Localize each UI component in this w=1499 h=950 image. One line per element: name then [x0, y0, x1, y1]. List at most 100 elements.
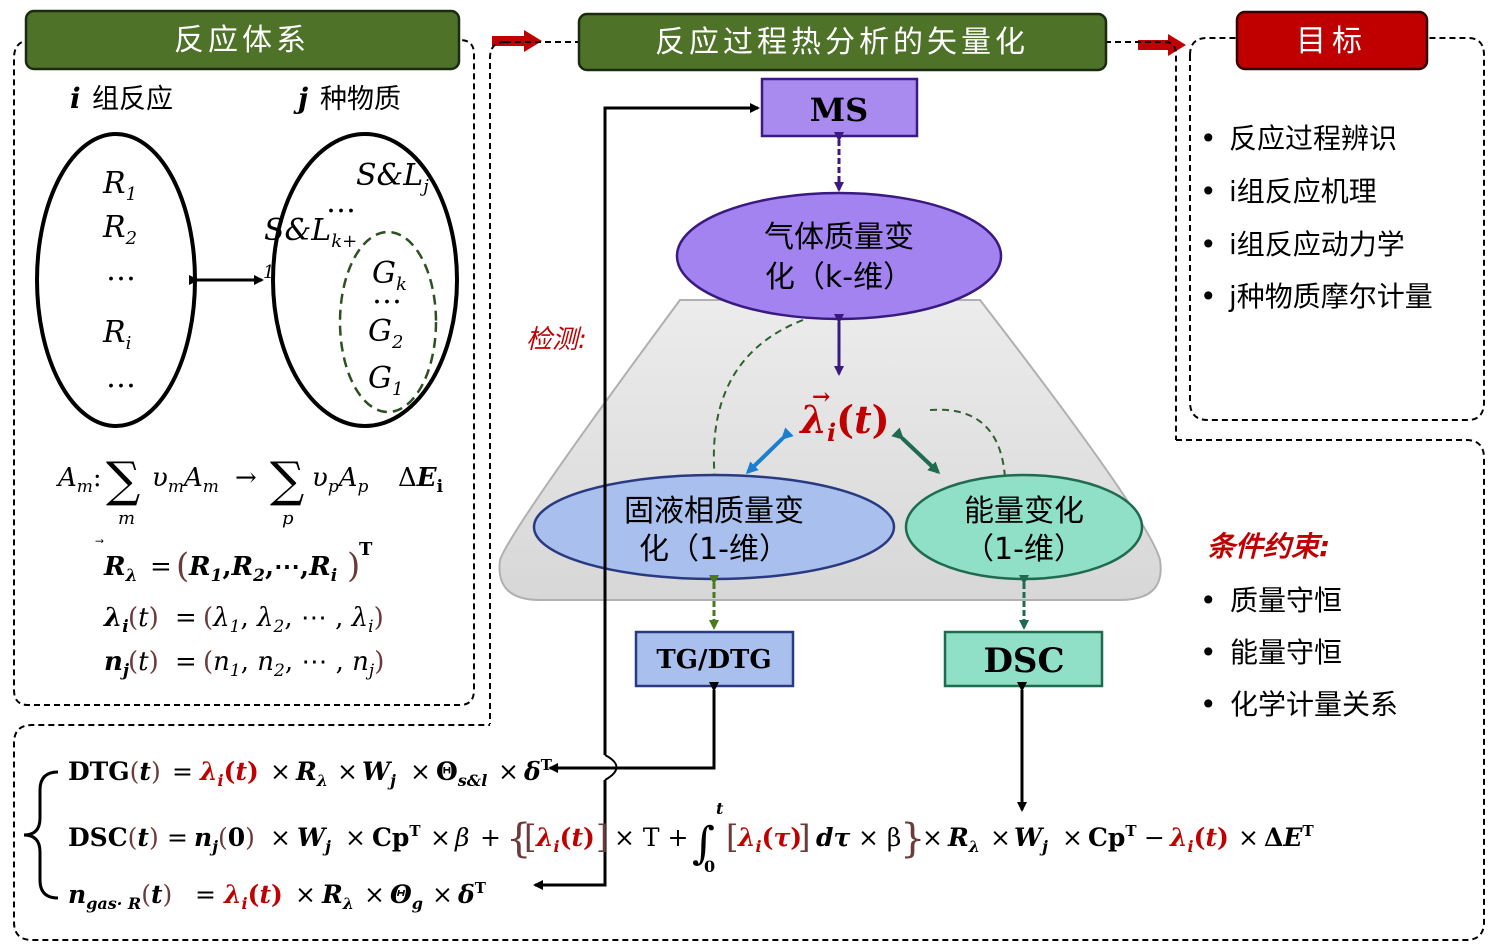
lambda-solid-arrow — [745, 427, 794, 475]
svg-text:λi(t): λi(t) — [199, 757, 259, 790]
svg-text:×: × — [498, 757, 519, 786]
svg-text:×: × — [432, 880, 453, 909]
svg-text:T: T — [359, 539, 373, 560]
dashed-arc-left — [712, 319, 804, 491]
svg-text:λi(t): λi(t) — [223, 880, 283, 913]
svg-text:…: … — [372, 276, 402, 311]
gas-mass-change-ellipse — [675, 191, 1003, 321]
svg-text:×: × — [270, 757, 291, 786]
detect-label: 检测: — [526, 325, 587, 355]
svg-text:× T +: × T + — [614, 823, 688, 852]
svg-text:×: × — [430, 823, 451, 852]
lambda-vector-equation: λi (t) = (λ1, λ2, ⋯ , λi) — [103, 603, 384, 637]
svg-text:Wj: Wj — [1014, 823, 1048, 856]
svg-text:β: β — [454, 823, 469, 852]
svg-text:×: × — [345, 823, 366, 852]
reaction-system-panel — [13, 39, 475, 706]
svg-text:}: } — [900, 816, 925, 862]
svg-text:∫: ∫ — [692, 818, 715, 869]
svg-text:DTG(t): DTG(t) — [68, 757, 161, 786]
vectorization-panel — [489, 41, 1177, 724]
lambda-energy-arrow — [891, 427, 941, 475]
svg-text:DSC(t): DSC(t) — [68, 823, 159, 852]
svg-text:+: + — [480, 823, 501, 852]
dtg-equation: DTG(t) = λi(t) × Rλ × Wj × Θs&l × δT — [68, 756, 553, 790]
svg-text:λi(τ): λi(τ) — [737, 823, 802, 856]
svg-text:): ) — [347, 546, 360, 586]
svg-text:Rλ: Rλ — [295, 757, 328, 790]
svg-text:ΔET: ΔET — [1264, 822, 1314, 852]
goal-item: i组反应动力学 — [1229, 228, 1405, 261]
constraint-panel — [13, 439, 1485, 941]
svg-text:R2: R2 — [102, 210, 137, 249]
svg-text:Wj: Wj — [362, 757, 396, 790]
svg-text:•: • — [1200, 636, 1217, 669]
lambda-center-label: λi(t) — [798, 397, 889, 447]
svg-text:[: [ — [726, 818, 738, 856]
svg-text:×: × — [270, 823, 291, 852]
reaction-equation: Am: ∑ m υmAm → ∑ p υpAp ΔEi — [56, 452, 444, 529]
constraint-item: 化学计量关系 — [1230, 688, 1398, 721]
svg-text:−: − — [1144, 823, 1165, 852]
tg-dtg-label: TG/DTG — [656, 645, 771, 675]
reactions-var: i — [70, 82, 81, 115]
svg-text:S&Lj: S&Lj — [356, 158, 429, 197]
svg-text:[: [ — [524, 818, 536, 856]
svg-text:Wj: Wj — [297, 823, 331, 856]
svg-text:]: ] — [798, 818, 810, 856]
species-label: 种物质 — [320, 84, 401, 115]
svg-text:…: … — [106, 360, 136, 395]
svg-text:(t): (t) — [128, 603, 159, 633]
header-goal-label: 目标 — [1296, 24, 1368, 59]
svg-text:R1,R2,⋯,Ri: R1,R2,⋯,Ri — [188, 552, 337, 586]
svg-text:]: ] — [596, 818, 608, 856]
detection-line — [603, 103, 760, 755]
svg-text:⃗: ⃗ — [95, 539, 104, 543]
svg-text:×: × — [1062, 823, 1083, 852]
species-set-ellipse — [271, 132, 459, 428]
svg-text:=: = — [172, 757, 193, 786]
svg-text:CpT: CpT — [1088, 822, 1137, 852]
solid-mass-label-1: 固液相质量变 — [624, 494, 804, 529]
svg-text:m: m — [118, 508, 135, 529]
gas-mass-label-2: 化（k-维） — [765, 260, 913, 295]
svg-text:Θg: Θg — [390, 880, 423, 913]
svg-text:•: • — [1200, 584, 1217, 617]
tg-equation-link — [548, 682, 719, 773]
gas-mass-label-1: 气体质量变 — [764, 220, 914, 255]
svg-text:(λ1, λ2, ⋯ , λi): (λ1, λ2, ⋯ , λi) — [203, 603, 384, 637]
svg-text:×: × — [364, 880, 385, 909]
svg-text:•: • — [1200, 688, 1217, 721]
header-reaction-system-label: 反应体系 — [174, 23, 310, 58]
svg-text:G1: G1 — [368, 361, 403, 400]
svg-text:→: → — [812, 384, 830, 410]
svg-text:=: = — [175, 603, 197, 633]
svg-text:=: = — [150, 552, 172, 582]
svg-text:ngas· R(t): ngas· R(t) — [68, 880, 172, 913]
dashed-arc-right — [929, 408, 1006, 479]
svg-text:δT: δT — [523, 756, 553, 786]
svg-text:•: • — [1200, 175, 1217, 208]
svg-text:Rλ: Rλ — [103, 552, 138, 586]
energy-label-2: （1-维） — [964, 532, 1084, 567]
svg-text:=: = — [167, 823, 188, 852]
svg-text:…: … — [106, 253, 136, 288]
svg-text:Rλ: Rλ — [321, 880, 354, 913]
svg-text:×: × — [337, 757, 358, 786]
svg-text:Rλ: Rλ — [947, 823, 980, 856]
svg-text:=: = — [195, 880, 216, 909]
gas-subset-ellipse — [338, 230, 438, 414]
svg-text:=: = — [175, 647, 197, 677]
svg-text:t: t — [716, 799, 724, 818]
svg-text:ΔEi: ΔEi — [398, 463, 444, 497]
goal-item: 反应过程辨识 — [1229, 122, 1397, 155]
n-vector-equation: nj (t) = (n1, n2, ⋯ , nj) — [104, 647, 384, 681]
svg-text:(n1, n2, ⋯ , nj): (n1, n2, ⋯ , nj) — [203, 647, 384, 681]
constraint-item: 能量守恒 — [1230, 636, 1342, 669]
constraint-item: 质量守恒 — [1230, 584, 1342, 617]
header-reaction-system — [24, 9, 461, 71]
svg-text:∑: ∑ — [270, 452, 304, 508]
svg-text:{: { — [506, 816, 531, 862]
svg-text:Ri: Ri — [102, 315, 131, 354]
svg-text:G2: G2 — [368, 314, 403, 353]
